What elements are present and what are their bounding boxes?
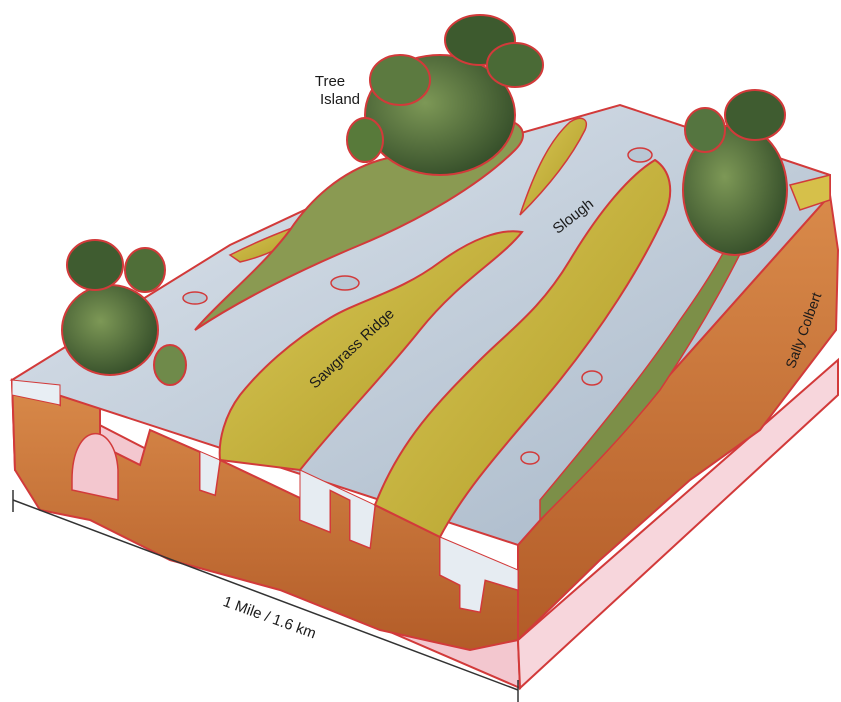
tree-island-label-line1: Tree	[315, 73, 345, 90]
pond-2	[331, 276, 359, 290]
pond-5	[521, 452, 539, 464]
pond-1	[183, 292, 207, 304]
tree-island-label-line2: Island	[320, 91, 360, 108]
pond-3	[628, 148, 652, 162]
pond-4	[582, 371, 602, 385]
